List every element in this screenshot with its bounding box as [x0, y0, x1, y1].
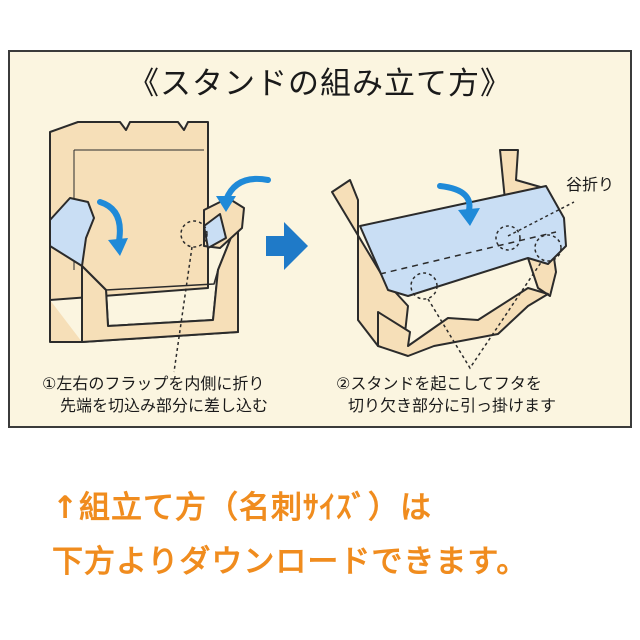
step2-caption-line2: 切り欠き部分に引っ掛けます: [348, 396, 557, 415]
hook-highlight-right: [534, 234, 562, 262]
arrow-right-flap: [223, 176, 271, 203]
diagram-title: 《スタンドの組み立て方》: [128, 66, 512, 102]
leader-lines-2: [427, 260, 543, 370]
box-step1: [49, 121, 245, 343]
valley-fold-line: [507, 201, 575, 237]
step1-caption-line2: 先端を切込み部分に差し込む: [60, 396, 269, 415]
assembly-illustration: [49, 121, 575, 373]
arrow-left-flap-head: [108, 238, 128, 256]
fold-highlight: [495, 225, 521, 251]
slot-highlight-1: [180, 220, 208, 248]
arrow-right-flap-head: [216, 196, 236, 212]
download-note-line2: 下方よりダウンロードできます。: [52, 544, 529, 580]
download-note-line1: ↑組立て方（名刺ｻｲｽﾞ）は: [52, 490, 432, 526]
valley-fold-label: 谷折り: [566, 175, 615, 194]
arrow-lid-head: [458, 208, 480, 226]
step1-caption-line1: ①左右のフラップを内側に折り: [42, 374, 265, 393]
hook-highlight-left: [410, 272, 438, 300]
next-step-arrow: [266, 222, 308, 270]
step2-caption-line1: ②スタンドを起こしてフタを: [336, 374, 542, 393]
stand-step2: [331, 149, 567, 357]
